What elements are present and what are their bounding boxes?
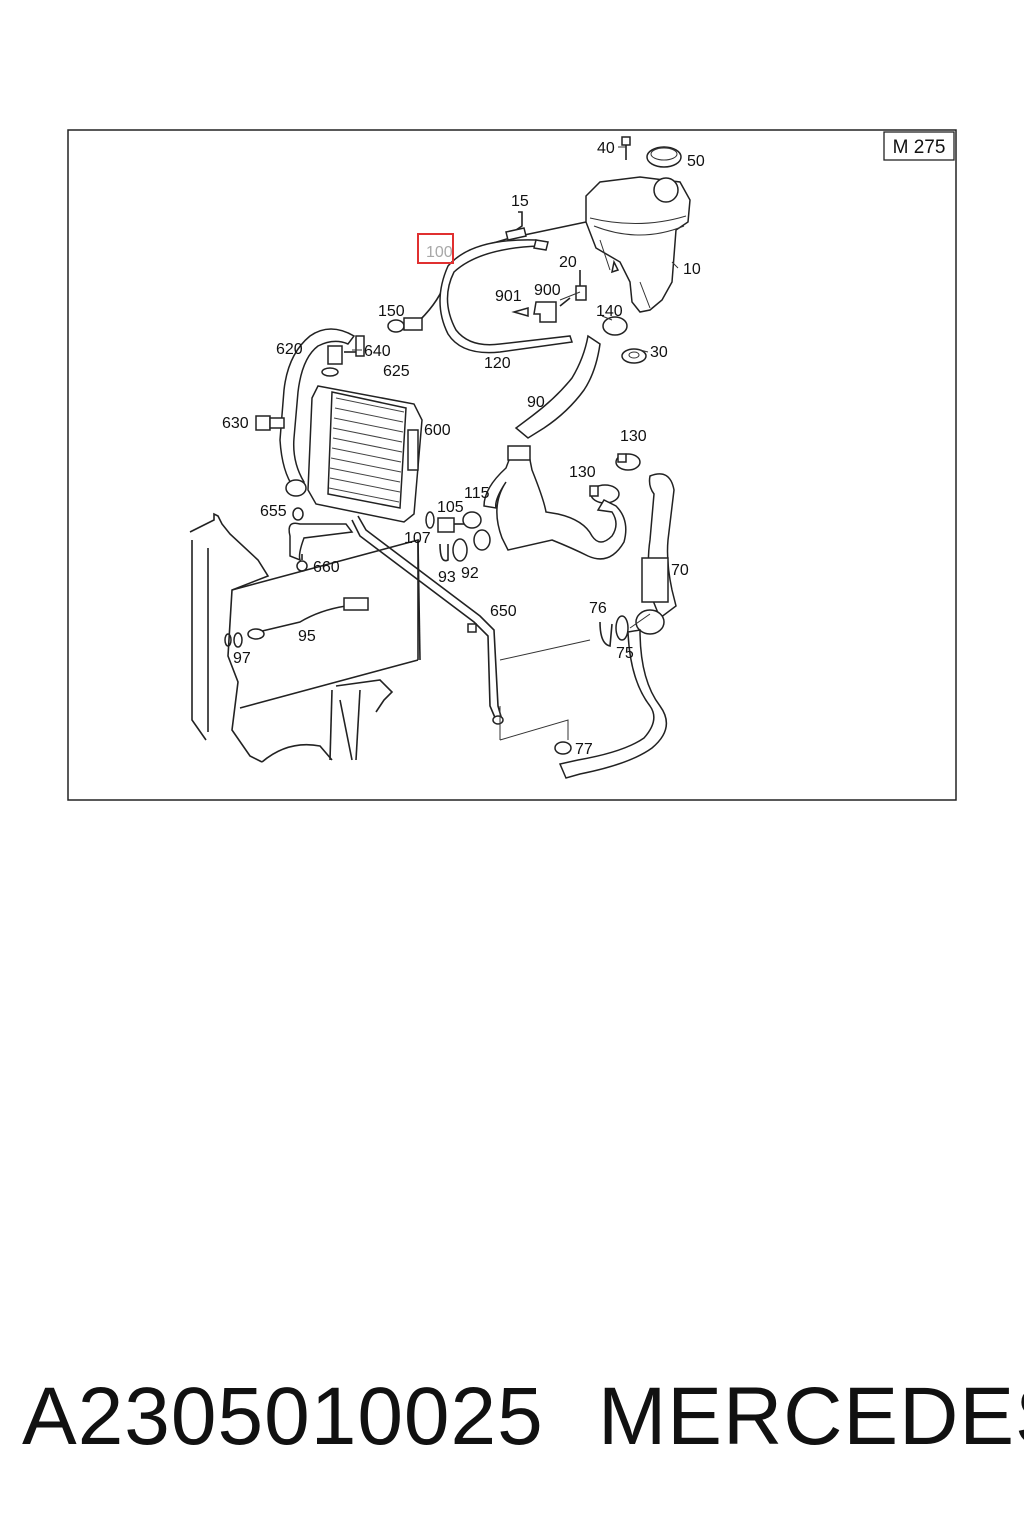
lower-hose — [558, 629, 668, 779]
callout-150: 150 — [378, 303, 405, 320]
connector-900 — [533, 301, 557, 323]
hose-620 — [279, 328, 356, 489]
expansion-tank — [585, 176, 691, 313]
oring-97 — [224, 632, 243, 648]
clip-76 — [599, 621, 613, 647]
callout-130-lower: 130 — [569, 464, 596, 481]
hose-115 — [483, 449, 627, 560]
model-code-box — [883, 131, 955, 161]
callout-70: 70 — [671, 562, 689, 579]
callout-655: 655 — [260, 503, 287, 520]
callout-630: 630 — [222, 415, 249, 432]
callout-92: 92 — [461, 565, 479, 582]
fitting-640 — [327, 335, 365, 365]
footer: A2305010025 MERCEDES — [0, 1370, 1024, 1480]
callout-640: 640 — [364, 343, 391, 360]
radiator-600 — [307, 385, 423, 523]
callout-900: 900 — [534, 282, 561, 299]
leader-lines — [352, 146, 679, 629]
callout-130-upper: 130 — [620, 428, 647, 445]
callout-625: 625 — [383, 363, 410, 380]
hose-90 — [514, 334, 601, 439]
brand-name: MERCEDES — [598, 1371, 1024, 1462]
callout-76: 76 — [589, 600, 607, 617]
hose-100-fitting — [505, 227, 527, 241]
callout-90: 90 — [527, 394, 545, 411]
connector-901 — [511, 307, 529, 317]
hose-655 — [288, 522, 354, 562]
callout-30: 30 — [650, 344, 668, 361]
clamp-140 — [602, 316, 628, 336]
clamp-130-upper — [615, 453, 641, 471]
callout-77: 77 — [575, 741, 593, 758]
callout-20: 20 — [559, 254, 577, 271]
callout-140: 140 — [596, 303, 623, 320]
callout-50: 50 — [687, 153, 705, 170]
sensor-95 — [247, 597, 369, 640]
ring-92 — [452, 538, 468, 562]
fitting-105 — [437, 517, 466, 533]
callout-93: 93 — [438, 569, 456, 586]
clamp-130-lower — [589, 484, 620, 504]
highlight-box-100 — [417, 233, 454, 264]
callout-15: 15 — [511, 193, 529, 210]
callout-650: 650 — [490, 603, 517, 620]
callout-120: 120 — [484, 355, 511, 372]
radiator-frame — [189, 512, 591, 763]
callout-115: 115 — [464, 485, 490, 502]
callout-107: 107 — [404, 530, 431, 547]
sensor-660 — [296, 554, 308, 572]
oring-75 — [615, 615, 629, 641]
callout-660: 660 — [313, 559, 340, 576]
clamp-150 — [387, 317, 423, 333]
model-code: M 275 — [893, 137, 946, 158]
callout-105: 105 — [437, 499, 464, 516]
connector-630 — [255, 415, 285, 431]
ring-625 — [321, 367, 339, 377]
part-number: A2305010025 — [22, 1371, 544, 1462]
connector-115-ring — [462, 511, 482, 529]
bracket-15 — [515, 211, 523, 231]
callout-901: 901 — [495, 288, 522, 305]
callout-10: 10 — [683, 261, 701, 278]
hose-650 — [351, 519, 497, 721]
sensor-20 — [559, 270, 587, 307]
callout-95: 95 — [298, 628, 316, 645]
callout-100: 100 — [426, 244, 453, 261]
callout-75: 75 — [616, 645, 634, 662]
callout-620: 620 — [276, 341, 303, 358]
callout-600: 600 — [424, 422, 451, 439]
callout-labels: 40 50 15 100 10 20 901 900 150 140 30 62… — [222, 140, 705, 758]
clamp-77 — [554, 741, 572, 755]
cap-50 — [646, 146, 682, 168]
grommet-30 — [621, 348, 647, 364]
oring-107 — [425, 511, 435, 529]
callout-40: 40 — [597, 140, 615, 157]
clip-93 — [439, 543, 449, 562]
callout-97: 97 — [233, 650, 251, 667]
